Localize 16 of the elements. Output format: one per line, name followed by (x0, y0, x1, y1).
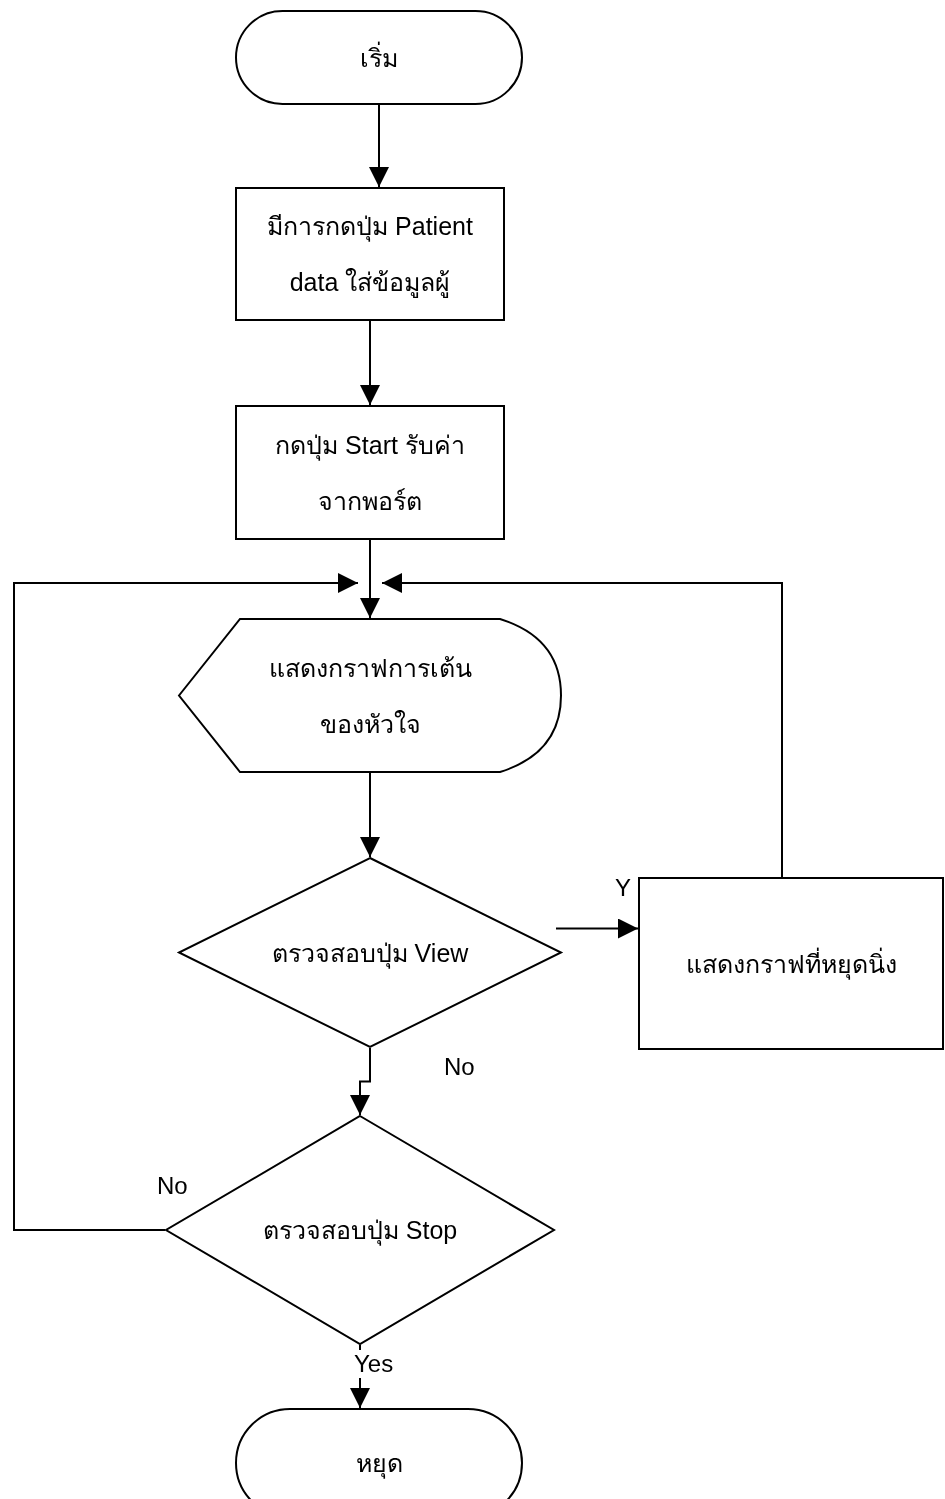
display-shape: แสดงกราฟการเต้น ของหัวใจ (178, 618, 562, 773)
decision-diamond: ตรวจสอบปุ่ม View (178, 857, 562, 1048)
arrow (381, 573, 783, 878)
arrow (360, 320, 380, 406)
arrow (360, 539, 380, 619)
terminal-shape: หยุด (235, 1408, 523, 1499)
edge-label: Yes (352, 1350, 396, 1378)
arrow (360, 772, 380, 858)
terminal-shape: เริ่ม (235, 10, 523, 105)
arrow (369, 104, 389, 188)
process-box: แสดงกราฟที่หยุดนิ่ง (638, 877, 944, 1050)
process-box: มีการกดปุ่ม Patient data ใส่ข้อมูลผู้ (235, 187, 505, 321)
arrow (555, 918, 639, 939)
arrow (350, 1047, 371, 1116)
process-box: กดปุ่ม Start รับค่า จากพอร์ต (235, 405, 505, 540)
arrow (13, 573, 359, 1231)
